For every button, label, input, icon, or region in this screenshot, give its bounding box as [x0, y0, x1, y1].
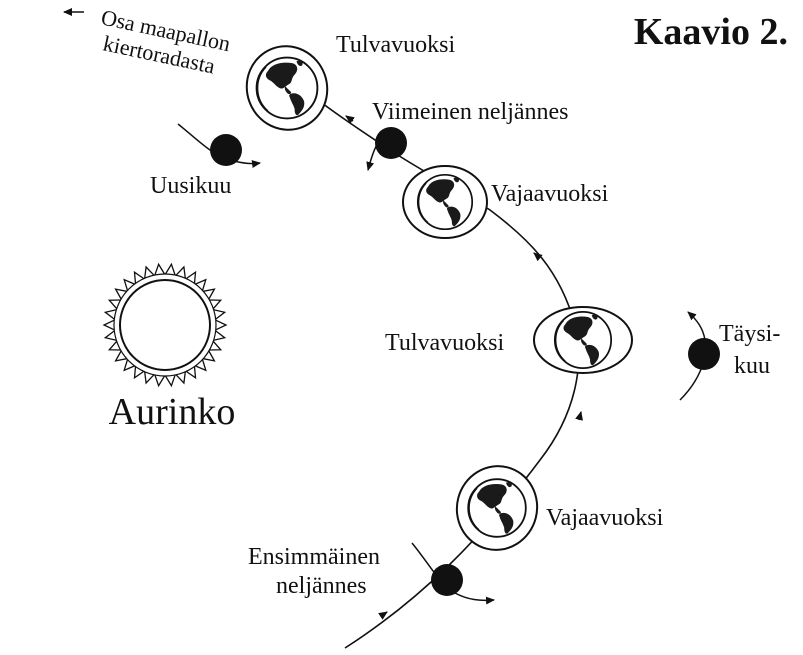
moon-icon: [688, 338, 720, 370]
sun-ray: [154, 374, 166, 388]
sun-ray: [213, 309, 227, 320]
orbit-arrow-icon: [345, 115, 583, 620]
sun-ray: [107, 340, 121, 351]
sun-ray: [164, 374, 176, 388]
new-moon-label: Uusikuu: [150, 173, 231, 199]
earth-high-tide-top: [245, 45, 329, 131]
diagram-title: Kaavio 2.: [634, 11, 788, 53]
first-quarter-moon: [411, 542, 495, 605]
earth-low-tide-upper: [402, 165, 488, 239]
last-quarter-moon: [366, 127, 407, 171]
sun-ray: [133, 270, 145, 284]
sun-ray: [114, 288, 127, 300]
sun-ray: [144, 371, 155, 385]
sun-ray: [215, 319, 228, 331]
sun-ray: [209, 299, 223, 310]
full-moon-label-line1: Täysi-: [719, 321, 780, 347]
moon-icon: [431, 564, 463, 596]
sun-ray: [164, 262, 176, 276]
sun-ray: [133, 366, 145, 380]
sun-ray: [185, 366, 197, 380]
sun-icon: [102, 262, 228, 388]
low-tide-lower-label: Vajaavuoksi: [546, 505, 664, 531]
sun-ray: [107, 299, 121, 310]
sun-ray: [144, 265, 155, 279]
sun-ray: [123, 359, 135, 372]
sun-label: Aurinko: [109, 391, 236, 433]
sun-ray: [203, 288, 216, 300]
sun-ray: [195, 359, 207, 372]
sun-ray: [123, 278, 135, 291]
low-tide-upper-label: Vajaavuoksi: [491, 181, 609, 207]
sun-ray: [185, 270, 197, 284]
full-moon-label-line2: kuu: [734, 353, 770, 379]
sun-ray: [213, 330, 227, 341]
sun-ray: [103, 330, 117, 341]
sun-ray: [103, 309, 117, 320]
sun-ray: [195, 278, 207, 291]
sun-ray: [209, 340, 223, 351]
sun-ray: [154, 262, 166, 276]
new-moon: [177, 123, 261, 168]
moon-icon: [210, 134, 242, 166]
sun-ray: [175, 371, 186, 385]
high-tide-top-label: Tulvavuoksi: [336, 32, 455, 58]
moon-icon: [375, 127, 407, 159]
full-moon: [679, 311, 720, 401]
orbit-note: Osa maapallon kiertoradasta: [63, 4, 233, 79]
sun-ray: [175, 265, 186, 279]
last-quarter-label: Viimeinen neljännes: [372, 99, 569, 125]
earth-low-tide-lower: [455, 465, 539, 551]
high-tide-middle-label: Tulvavuoksi: [385, 330, 504, 356]
sun-ray: [114, 350, 127, 362]
sun-ray: [102, 319, 115, 331]
first-quarter-label-line2: neljännes: [276, 573, 367, 599]
first-quarter-label-line1: Ensimmäinen: [248, 544, 380, 570]
sun-ray: [203, 350, 216, 362]
earth-high-tide-middle: [533, 306, 633, 374]
